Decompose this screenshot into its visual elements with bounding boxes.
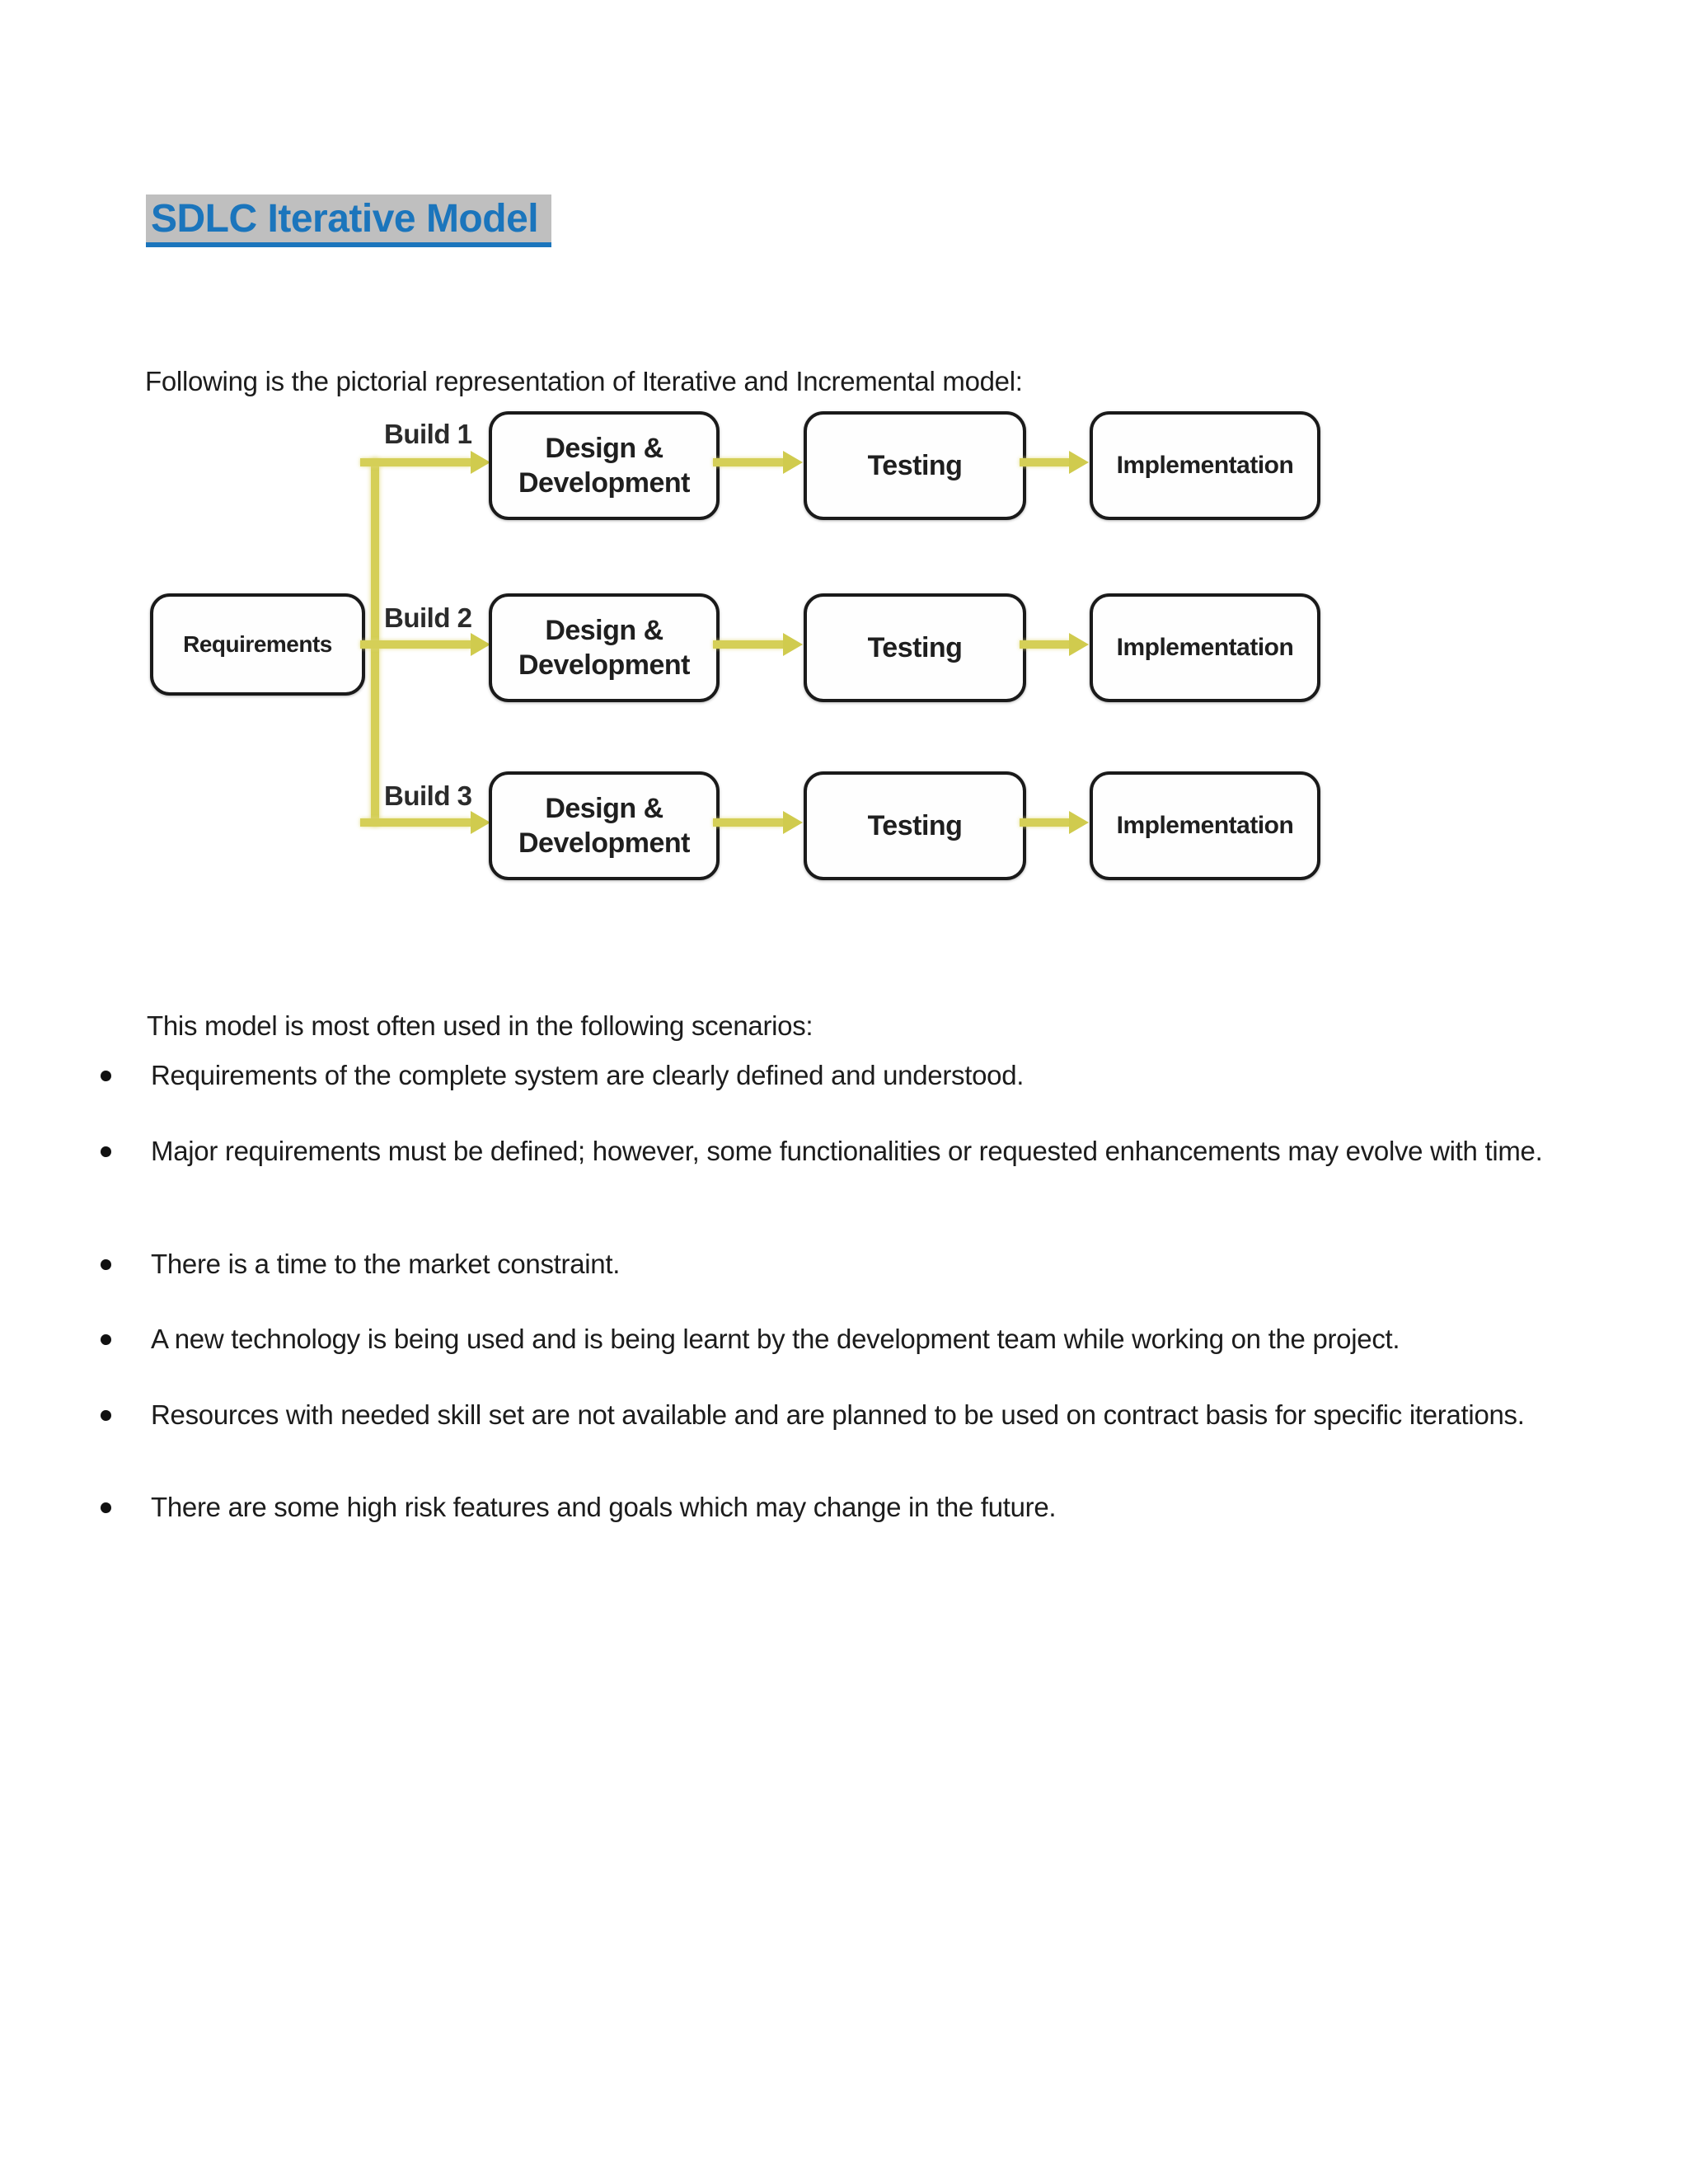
testing-box: Testing xyxy=(804,593,1026,702)
bullet-marker xyxy=(101,1334,111,1345)
requirements-box-label: Requirements xyxy=(183,631,332,657)
bullet-item: Requirements of the complete system are … xyxy=(101,1057,1562,1094)
flow-arrow xyxy=(360,640,471,649)
flow-arrow xyxy=(1020,818,1070,827)
bullet-text: A new technology is being used and is be… xyxy=(151,1324,1400,1354)
flow-arrow xyxy=(360,818,471,827)
bullet-text: Major requirements must be defined; howe… xyxy=(151,1136,1543,1166)
implementation-box: Implementation xyxy=(1090,593,1320,702)
build-3-label: Build 3 xyxy=(384,780,472,811)
page-title-text: SDLC Iterative Model xyxy=(146,194,552,247)
bullet-text: Resources with needed skill set are not … xyxy=(151,1399,1525,1430)
bullet-item: Resources with needed skill set are not … xyxy=(101,1396,1562,1434)
implementation-box-label: Implementation xyxy=(1116,634,1294,661)
bullet-item: There are some high risk features and go… xyxy=(101,1488,1562,1526)
implementation-box-label: Implementation xyxy=(1116,812,1294,839)
implementation-box: Implementation xyxy=(1090,411,1320,520)
bullet-text: Requirements of the complete system are … xyxy=(151,1060,1025,1090)
scenarios-heading: This model is most often used in the fol… xyxy=(147,1010,814,1041)
testing-box-label: Testing xyxy=(867,449,963,481)
bullet-text: There are some high risk features and go… xyxy=(151,1492,1057,1522)
flow-arrow xyxy=(1020,458,1070,466)
flow-arrow xyxy=(1020,640,1070,649)
design-development-box: Design & Development xyxy=(489,411,720,520)
bullet-marker xyxy=(101,1259,111,1270)
testing-box-label: Testing xyxy=(867,809,963,841)
bullet-item: Major requirements must be defined; howe… xyxy=(101,1132,1562,1170)
testing-box: Testing xyxy=(804,771,1026,880)
requirements-box: Requirements xyxy=(150,593,365,696)
bullet-marker xyxy=(101,1502,111,1513)
flow-arrow xyxy=(713,640,784,649)
bullet-marker xyxy=(101,1071,111,1081)
implementation-box-label: Implementation xyxy=(1116,452,1294,479)
design-box-line1: Design & xyxy=(545,615,663,646)
build-1-label: Build 1 xyxy=(384,419,472,449)
flow-arrow xyxy=(713,818,784,827)
implementation-box: Implementation xyxy=(1090,771,1320,880)
design-development-box: Design & Development xyxy=(489,593,720,702)
design-box-line1: Design & xyxy=(545,433,663,464)
bullet-item: There is a time to the market constraint… xyxy=(101,1245,1562,1283)
design-development-box: Design & Development xyxy=(489,771,720,880)
sdlc-iterative-diagram: Requirements Build 1 Design & Developmen… xyxy=(0,0,1688,923)
bullet-marker xyxy=(101,1410,111,1421)
design-box-line1: Design & xyxy=(545,793,663,824)
flow-arrow xyxy=(360,458,471,466)
bullet-marker xyxy=(101,1146,111,1157)
bullet-item: A new technology is being used and is be… xyxy=(101,1320,1562,1358)
design-box-line2: Development xyxy=(518,649,691,681)
page-title: SDLC Iterative Model xyxy=(146,194,552,247)
testing-box-label: Testing xyxy=(867,631,963,663)
build-2-label: Build 2 xyxy=(384,602,472,633)
testing-box: Testing xyxy=(804,411,1026,520)
flow-arrow xyxy=(713,458,784,466)
design-box-line2: Development xyxy=(518,827,691,859)
intro-paragraph: Following is the pictorial representatio… xyxy=(145,366,1023,396)
bullet-text: There is a time to the market constraint… xyxy=(151,1249,621,1279)
design-box-line2: Development xyxy=(518,467,691,499)
